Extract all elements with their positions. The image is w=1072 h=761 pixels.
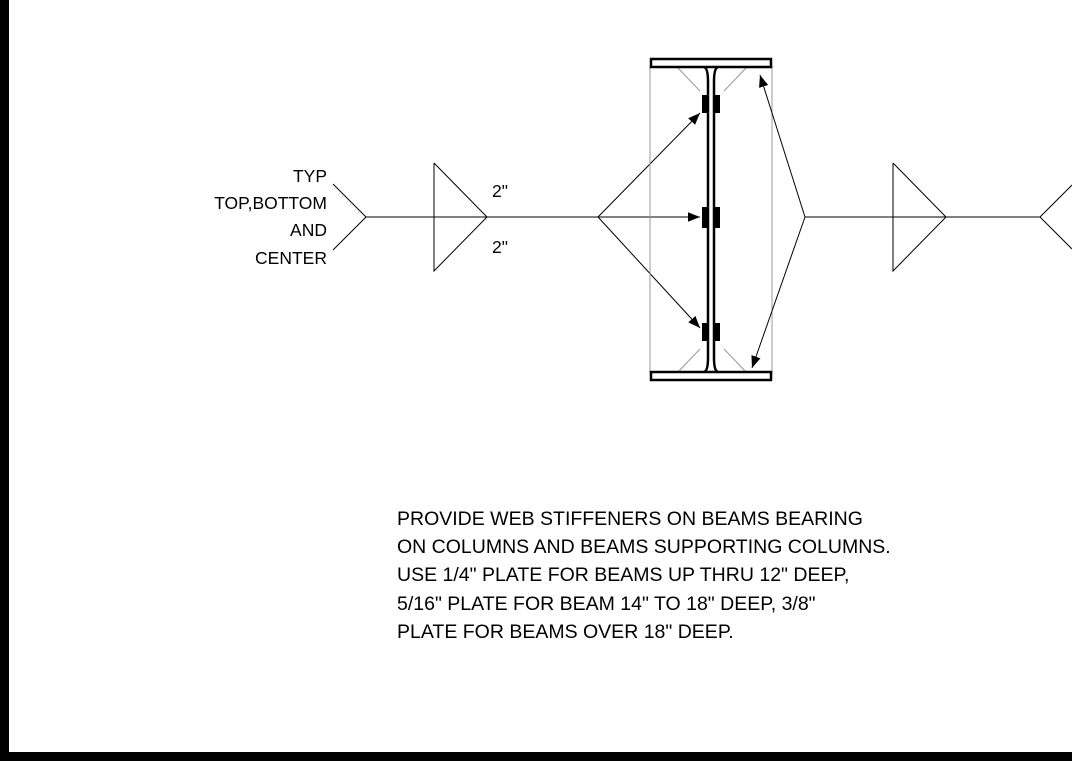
- fillet-weld-symbol: [433, 162, 488, 273]
- note-line-2: ON COLUMNS AND BEAMS SUPPORTING COLUMNS.: [397, 536, 891, 558]
- note-line-3: USE 1/4" PLATE FOR BEAMS UP THRU 12" DEE…: [397, 564, 849, 586]
- callout-line-top-bottom: TOP,BOTTOM: [214, 193, 327, 213]
- top-flange: [649, 57, 773, 69]
- note-line-4: 5/16" PLATE FOR BEAM 14" TO 18" DEEP, 3/…: [397, 593, 816, 615]
- leader-arrows-right: [751, 74, 806, 369]
- callout-line-typ: TYP: [293, 166, 327, 186]
- callout-line-center: CENTER: [255, 248, 327, 268]
- callout-left: TYP TOP,BOTTOM AND CENTER: [214, 166, 327, 268]
- note-line-1: PROVIDE WEB STIFFENERS ON BEAMS BEARING: [397, 508, 863, 530]
- fillet-weld-symbol-right: [892, 162, 947, 273]
- weld-symbol-tail: [332, 183, 367, 251]
- i-beam-section: [649, 57, 773, 382]
- callout-line-and: AND: [290, 220, 327, 240]
- stiffener-hidden-lines: [649, 65, 773, 375]
- general-note: PROVIDE WEB STIFFENERS ON BEAMS BEARING …: [397, 508, 891, 643]
- weld-size-arrow-side: 2": [492, 181, 508, 201]
- weld-size-other-side: 2": [492, 237, 508, 257]
- bottom-flange: [649, 370, 773, 382]
- leader-arrows-left: [597, 112, 701, 329]
- weld-symbol-tail-right: [1039, 184, 1072, 250]
- note-line-5: PLATE FOR BEAMS OVER 18" DEEP.: [397, 621, 734, 643]
- web: [703, 65, 719, 374]
- web-weld-beads: [702, 95, 720, 341]
